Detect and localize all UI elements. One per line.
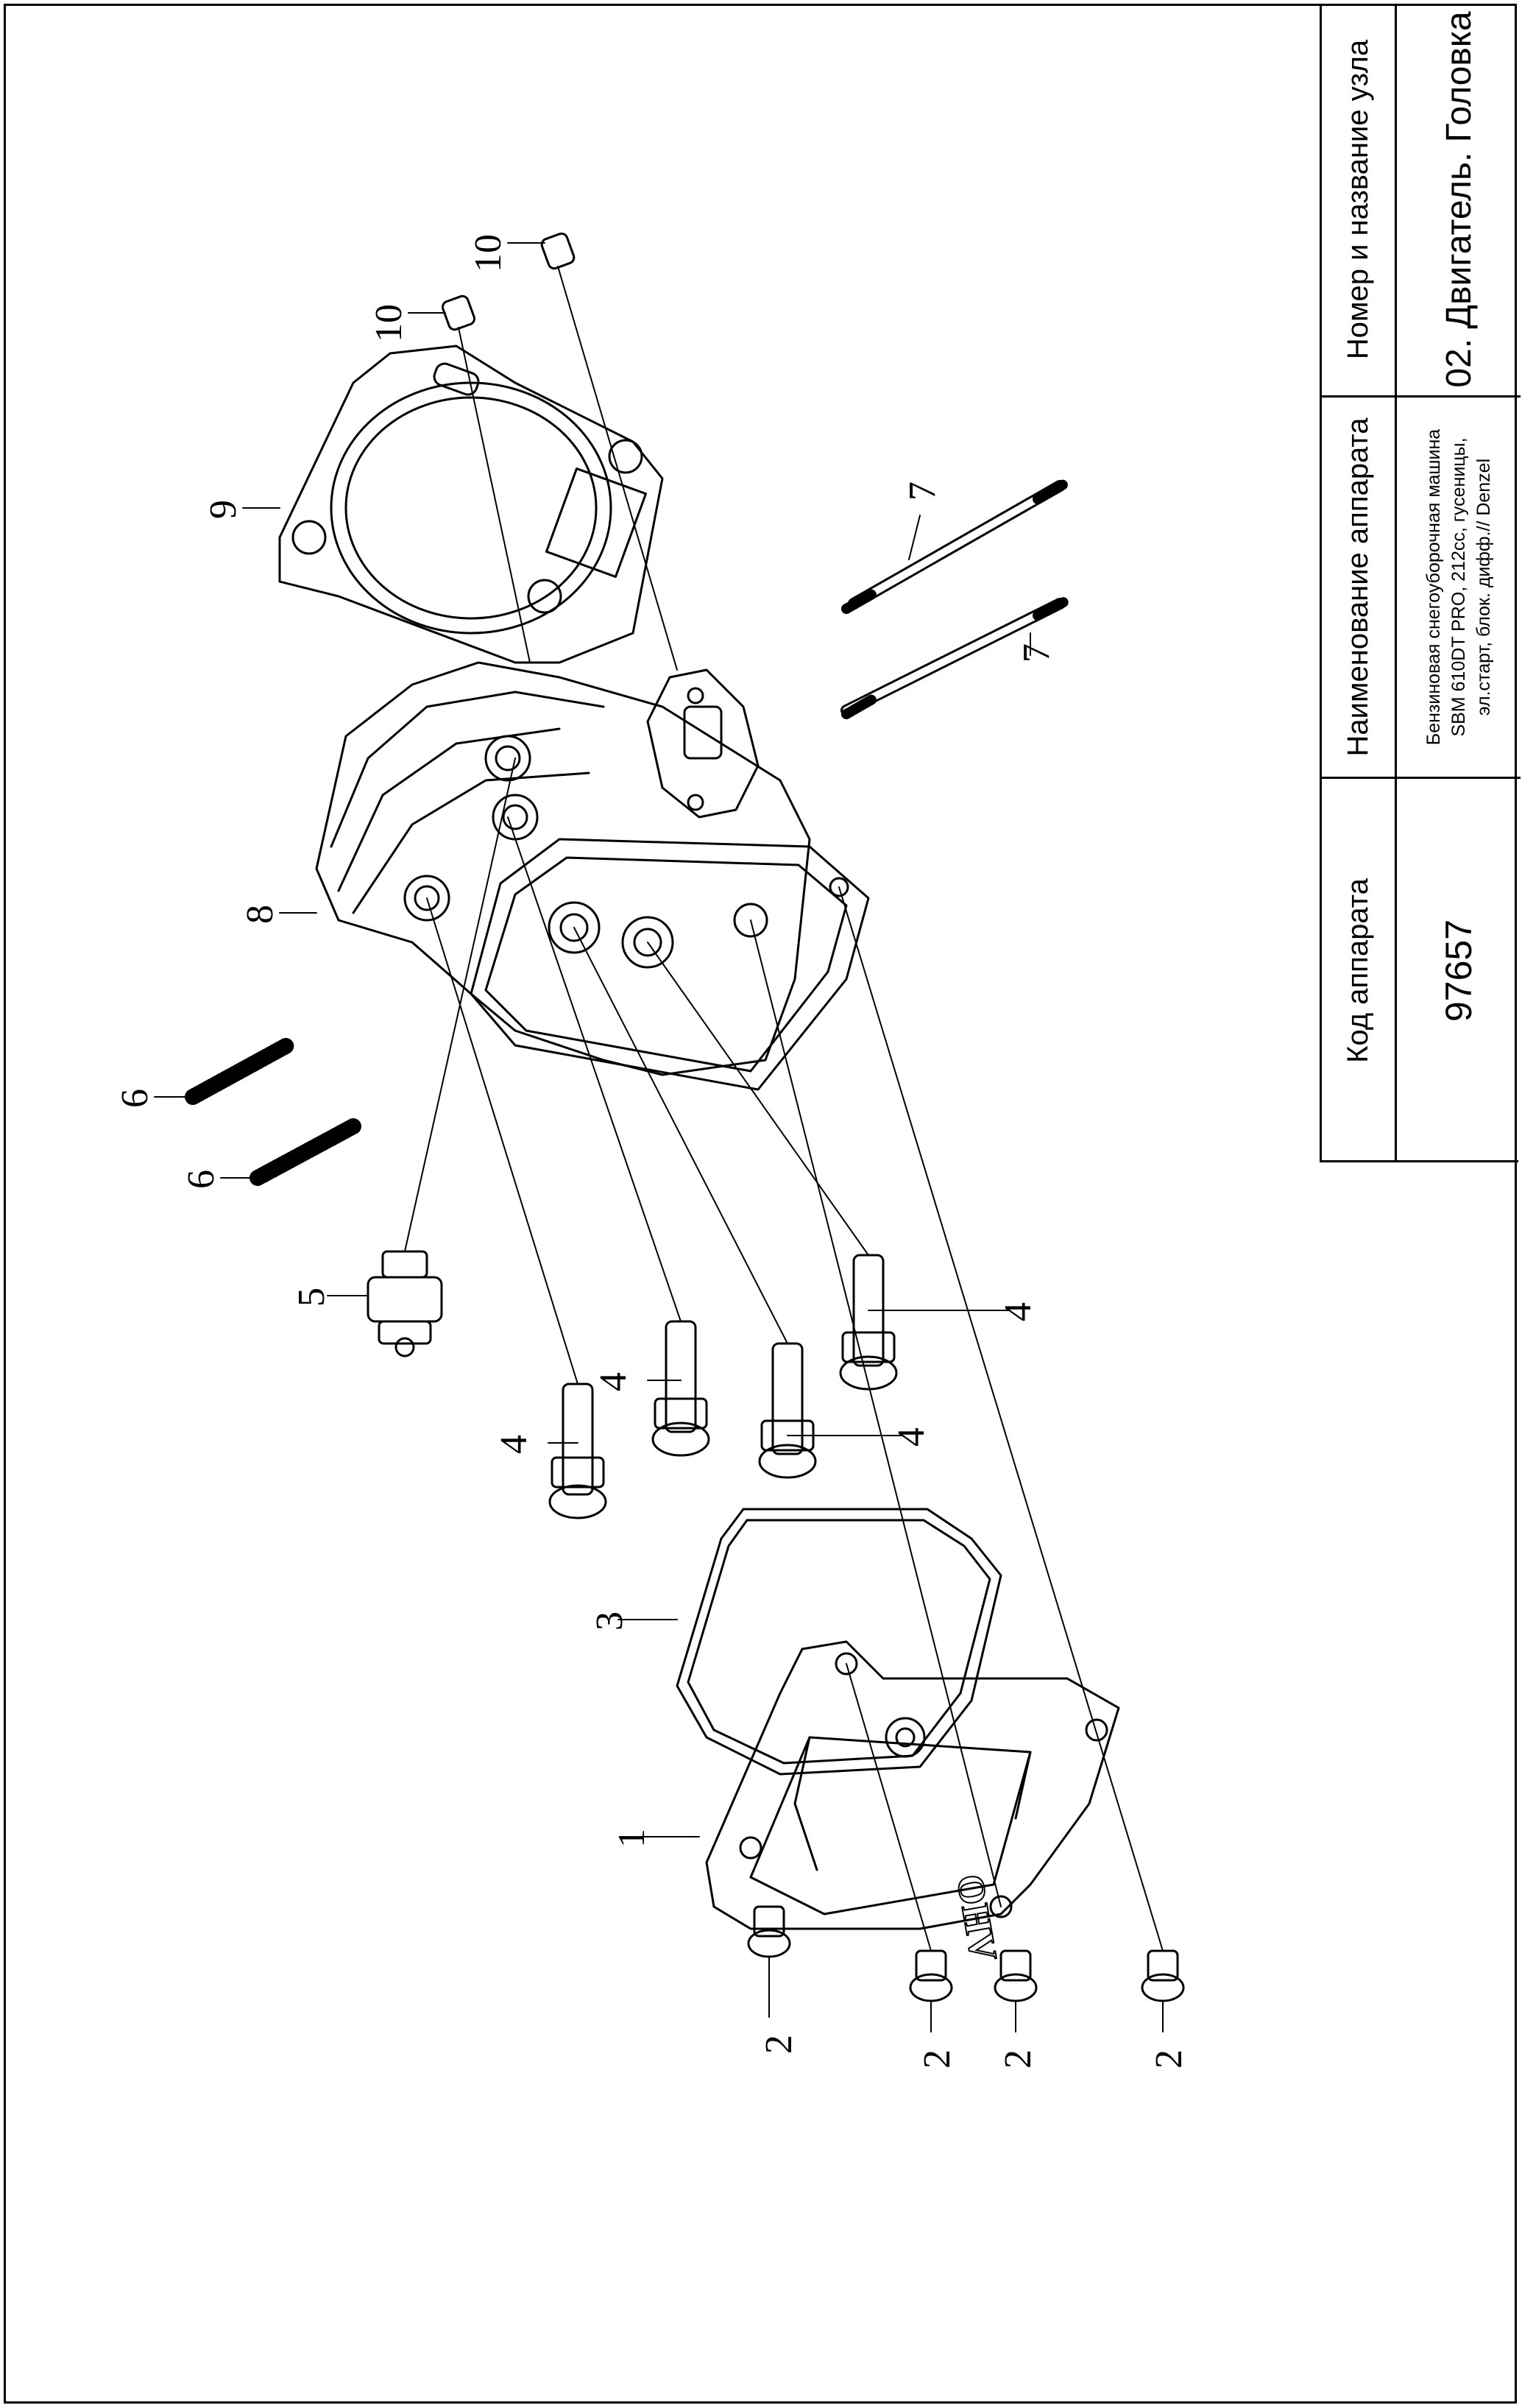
spark-plug-part (367, 1250, 443, 1357)
callout-2d: 2 (1148, 2049, 1190, 2069)
long-stud-part (840, 479, 1069, 719)
callout-4d: 4 (997, 1302, 1039, 1321)
drawing-frame (4, 4, 1517, 2404)
callout-leaders (154, 242, 1164, 2033)
callout-2c: 2 (997, 2049, 1039, 2069)
cover-gasket-part (676, 1508, 1002, 1776)
device-name-line-1: Бензиновая снегоуборочная машина (1423, 428, 1444, 746)
callout-10b: 10 (467, 234, 509, 272)
node-value: 02. Двигатель. Головка (1439, 11, 1479, 388)
callout-5: 5 (291, 1288, 333, 1307)
node-header: Номер и название узла (1342, 39, 1374, 360)
callout-1: 1 (611, 1829, 653, 1848)
callout-labels: 1 2 2 2 2 3 4 4 4 4 5 6 6 7 7 8 9 10 10 (114, 234, 1190, 2069)
device-name-line-2: SBM 610DT PRO, 212cc, гусеницы, (1448, 437, 1469, 737)
assembly-lines (404, 266, 1164, 1952)
callout-3: 3 (589, 1611, 631, 1631)
code-value: 97657 (1397, 777, 1521, 1162)
callout-4a: 4 (493, 1435, 535, 1454)
code-header: Код аппарата (1322, 777, 1395, 1162)
callout-8: 8 (239, 905, 281, 924)
cover-bolt-part (747, 1905, 1185, 2002)
short-stud-part (185, 1037, 361, 1186)
name-header: Наименование аппарата (1322, 395, 1395, 777)
callout-9: 9 (202, 500, 244, 519)
callout-6a: 6 (114, 1089, 156, 1108)
callout-7b: 7 (1016, 643, 1058, 663)
title-block: Код аппарата Наименование аппарата Номер… (1320, 4, 1521, 1162)
callout-4b: 4 (592, 1372, 634, 1391)
head-gasket-part (278, 345, 664, 664)
device-name-line-3: эл.старт, блок. дифф.// Denzel (1473, 458, 1494, 716)
callout-2a: 2 (758, 2035, 800, 2054)
cylinder-head-part (315, 661, 870, 1091)
callout-6b: 6 (180, 1170, 222, 1189)
callout-10a: 10 (368, 304, 410, 342)
callout-4c: 4 (891, 1427, 932, 1447)
valve-cover-part (705, 1640, 1120, 1930)
dowel-pin-part (441, 232, 576, 331)
callout-2b: 2 (916, 2049, 958, 2069)
callout-7a: 7 (902, 481, 944, 501)
device-name: Бензиновая снегоуборочная машина SBM 610… (1397, 395, 1521, 777)
